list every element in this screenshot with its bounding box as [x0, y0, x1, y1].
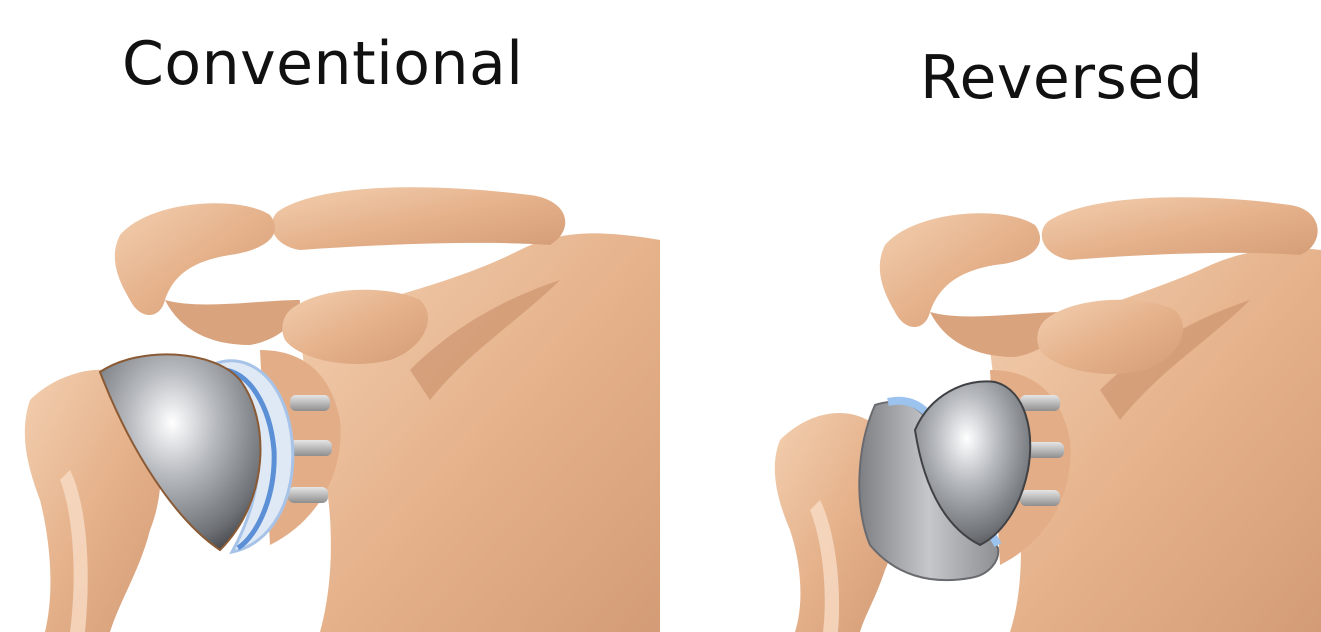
acromion-neck	[165, 300, 300, 345]
acromion	[880, 213, 1040, 327]
reversed-shoulder-illustration	[660, 0, 1321, 632]
acromion	[115, 203, 275, 315]
clavicle	[272, 187, 565, 250]
clavicle	[1042, 197, 1318, 260]
conventional-shoulder-illustration	[0, 0, 660, 632]
